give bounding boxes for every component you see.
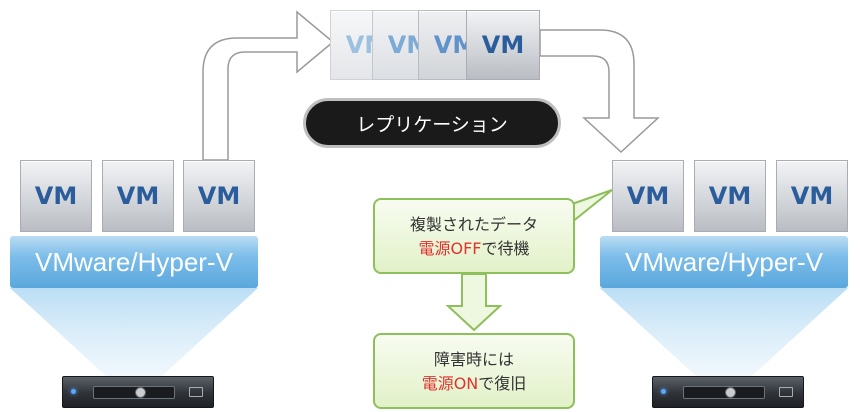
left-vm-1: VM — [20, 160, 92, 232]
standby-text: で待機 — [481, 239, 530, 258]
left-vm-2: VM — [102, 160, 174, 232]
standby-callout-line1: 複製されたデータ — [409, 215, 538, 234]
failure-callout-line1: 障害時には — [433, 350, 514, 369]
recovery-text: で復旧 — [478, 374, 527, 393]
failure-callout-line2: 電源ONで復旧 — [375, 372, 573, 396]
right-server-led — [661, 389, 666, 394]
power-on-text: 電源ON — [421, 374, 479, 393]
left-server-port — [189, 387, 203, 397]
left-server-slot — [93, 386, 175, 399]
right-vm-1: VM — [612, 160, 684, 232]
right-vm-3: VM — [776, 160, 848, 232]
left-server-led — [71, 389, 76, 394]
standby-callout-line2: 電源OFFで待機 — [375, 237, 573, 261]
left-server — [62, 376, 214, 408]
replication-vm-4: VM — [466, 10, 540, 80]
right-server — [652, 376, 804, 408]
left-vm-3: VM — [183, 160, 255, 232]
right-beam — [600, 288, 848, 376]
left-beam — [10, 288, 258, 376]
right-server-port — [779, 387, 793, 397]
replication-label: レプリケーション — [303, 98, 561, 148]
right-vm-2: VM — [694, 160, 766, 232]
right-hypervisor: VMware/Hyper-V — [600, 236, 848, 288]
left-server-knob — [135, 387, 146, 398]
left-hypervisor: VMware/Hyper-V — [10, 236, 258, 288]
right-server-knob — [725, 387, 736, 398]
standby-callout: 複製されたデータ 電源OFFで待機 — [373, 198, 575, 274]
failure-callout: 障害時には 電源ONで復旧 — [373, 333, 575, 409]
right-server-slot — [683, 386, 765, 399]
power-off-text: 電源OFF — [418, 239, 482, 258]
